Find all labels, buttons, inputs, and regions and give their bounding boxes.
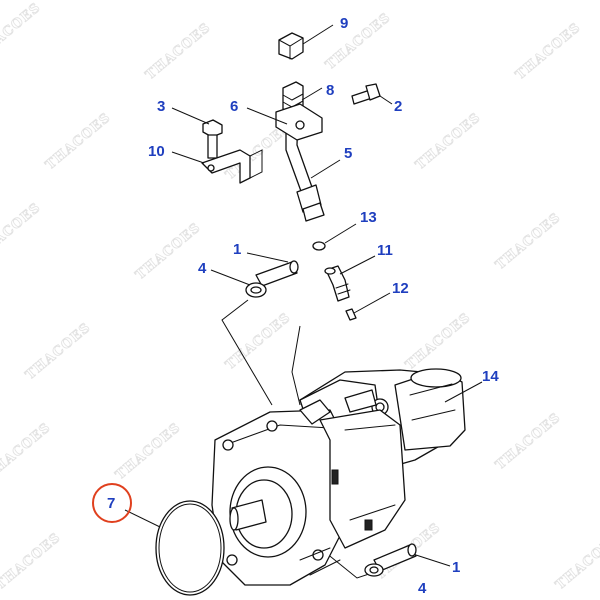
part-4-top-washer <box>210 269 267 298</box>
svg-text:THACOES: THACOES <box>0 530 64 593</box>
part-1-bottom-pin <box>373 543 451 572</box>
svg-text:THACOES: THACOES <box>403 310 474 373</box>
highlight-circle <box>92 483 132 523</box>
callout-1-bottom[interactable]: 1 <box>452 559 460 576</box>
svg-text:THACOES: THACOES <box>493 210 564 273</box>
callout-1-top[interactable]: 1 <box>233 241 241 258</box>
callout-11[interactable]: 11 <box>377 242 393 259</box>
svg-text:THACOES: THACOES <box>113 420 184 483</box>
part-6-clamp <box>246 103 323 141</box>
part-9-cap <box>278 24 334 60</box>
part-12-pin <box>345 292 391 321</box>
pump-body <box>211 368 466 586</box>
callout-7[interactable]: 7 <box>107 495 115 512</box>
callout-5[interactable]: 5 <box>344 145 352 162</box>
svg-text:THACOES: THACOES <box>493 410 564 473</box>
svg-text:THACOES: THACOES <box>0 420 54 483</box>
svg-text:THACOES: THACOES <box>553 530 600 593</box>
svg-text:THACOES: THACOES <box>43 110 114 173</box>
callout-13[interactable]: 13 <box>360 209 377 226</box>
part-10-bracket <box>171 149 263 184</box>
callout-4-bottom[interactable]: 4 <box>418 580 427 597</box>
callouts: 9 8 3 6 2 10 5 13 1 11 4 12 14 7 1 4 <box>107 15 499 597</box>
part-11-elbow <box>324 255 376 302</box>
svg-text:THACOES: THACOES <box>143 20 214 83</box>
svg-text:THACOES: THACOES <box>323 10 394 73</box>
callout-12[interactable]: 12 <box>392 280 409 297</box>
callout-3[interactable]: 3 <box>157 98 165 115</box>
part-7-oring <box>124 500 225 596</box>
svg-text:THACOES: THACOES <box>413 110 484 173</box>
svg-text:THACOES: THACOES <box>0 200 44 263</box>
part-13-oring <box>312 223 357 251</box>
part-4-bottom-washer <box>364 563 384 577</box>
svg-text:THACOES: THACOES <box>513 20 584 83</box>
svg-text:THACOES: THACOES <box>0 0 44 63</box>
callout-14[interactable]: 14 <box>482 368 499 385</box>
leader-14 <box>444 381 483 403</box>
svg-text:THACOES: THACOES <box>23 320 94 383</box>
part-2-bolt <box>351 83 393 105</box>
callout-6[interactable]: 6 <box>230 98 238 115</box>
callout-2[interactable]: 2 <box>394 98 402 115</box>
svg-text:THACOES: THACOES <box>223 310 294 373</box>
part-1-top-pin <box>246 252 299 287</box>
part-3-bolt <box>171 107 223 159</box>
callout-9[interactable]: 9 <box>340 15 348 32</box>
callout-4-top[interactable]: 4 <box>198 260 207 277</box>
callout-10[interactable]: 10 <box>148 143 165 160</box>
svg-text:THACOES: THACOES <box>133 220 204 283</box>
callout-8[interactable]: 8 <box>326 82 334 99</box>
